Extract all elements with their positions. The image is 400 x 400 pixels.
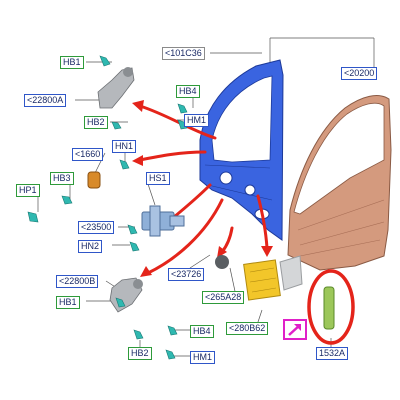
label-hb2-bottom: HB2 — [128, 347, 152, 360]
label-hb2-top: HB2 — [84, 116, 108, 129]
label-1532a: 1532A — [316, 347, 349, 360]
label-hb4-bottom: HB4 — [190, 325, 214, 338]
label-hn2: HN2 — [78, 240, 103, 253]
label-23500: <23500 — [78, 221, 115, 234]
label-hm1-bottom: HM1 — [190, 351, 216, 364]
label-22800b: <22800B — [56, 275, 99, 288]
label-hp1: HP1 — [16, 184, 40, 197]
door-check-strap — [141, 205, 185, 237]
fasteners — [27, 55, 188, 360]
highlight-circle — [307, 269, 355, 345]
label-22800a: <22800A — [24, 94, 67, 107]
door-latch — [87, 171, 101, 189]
label-265a28: <265A28 — [202, 291, 245, 304]
label-hb1-top: HB1 — [60, 56, 84, 69]
moisture-barrier — [243, 259, 281, 301]
lower-hinge — [109, 277, 143, 313]
upper-hinge — [97, 67, 135, 109]
round-grommet — [215, 255, 229, 269]
weatherstrip-seal — [323, 286, 335, 330]
label-280b62: <280B62 — [226, 322, 269, 335]
label-hs1: HS1 — [146, 172, 170, 185]
label-23726: <23726 — [168, 268, 205, 281]
label-1660: <1660 — [72, 148, 104, 161]
label-20200: <20200 — [341, 67, 378, 80]
label-hb3: HB3 — [50, 172, 74, 185]
inner-door-panel — [199, 59, 284, 241]
label-hb1-bottom: HB1 — [56, 296, 80, 309]
arrow-up-right-icon — [288, 324, 301, 336]
label-hb4-top: HB4 — [176, 85, 200, 98]
outer-door-skin — [287, 95, 392, 271]
label-hn1: HN1 — [112, 140, 137, 153]
gray-panel — [279, 255, 303, 291]
reference-pictogram-box — [283, 319, 307, 340]
label-101c36: <101C36 — [162, 47, 205, 60]
label-hm1-top: HM1 — [184, 114, 210, 127]
